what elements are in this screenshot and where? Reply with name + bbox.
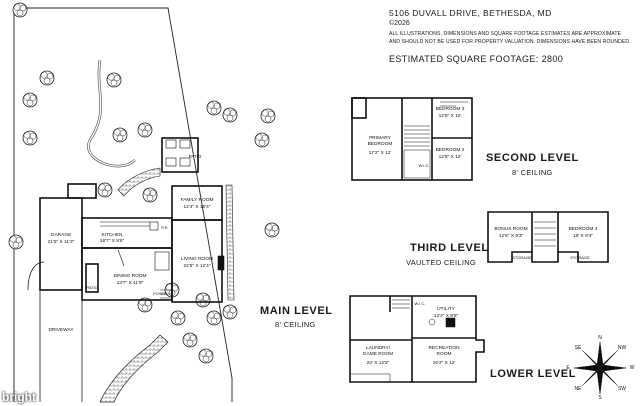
lower-level-plan — [349, 295, 485, 383]
dining-room-dims: 13'7" X 11'9" — [116, 281, 144, 286]
wic-lower-label: W.I.C. — [414, 301, 426, 306]
bedroom2-dims: 12'6" X 12' — [438, 155, 462, 160]
curved-driveway-edge — [27, 261, 45, 291]
dining-room-label: DINING ROOM — [113, 274, 147, 279]
recreation-dims: 16'2" X 12' — [432, 361, 456, 366]
storage-b-label: STORAGE — [570, 255, 590, 260]
kitchen-label: KITCHEN — [101, 233, 123, 238]
third-level-ceiling: VAULTED CEILING — [406, 258, 477, 267]
third-level-title: THIRD LEVEL — [410, 242, 489, 254]
third-level-stairs — [488, 211, 608, 247]
driveway-label: DRIVEWAY — [48, 328, 74, 333]
disclaimer-line-1: ALL ILLUSTRATIONS, DIMENSIONS AND SQUARE… — [389, 31, 622, 37]
bedroom3-dims: 12'6" X 10' — [438, 114, 462, 119]
second-level-plan — [351, 97, 473, 181]
laundry-dims: 22' X 12'2" — [366, 361, 390, 366]
living-room-label: LIVING ROOM — [181, 257, 213, 262]
garage-dims: 21'5" X 11'3" — [47, 240, 75, 245]
utility-label: UTILITY — [437, 307, 455, 312]
primary-bedroom-dims: 17'2" X 12' — [368, 151, 392, 156]
bedroom4-dims: 16' X 9'3" — [572, 234, 594, 239]
primary-bedroom-label: PRIMARY BEDROOM — [367, 136, 393, 147]
compass-e: E — [566, 365, 570, 371]
bedroom4-label: BEDROOM 4 — [568, 227, 598, 232]
laundry-label: LAUNDRY/ GAME ROOM — [362, 346, 394, 357]
lot-outline — [13, 7, 233, 402]
storage-a-label: STORAGE — [512, 255, 532, 260]
pr-label: P.R. — [161, 225, 169, 230]
bonus-room-label: BONUS ROOM — [494, 227, 528, 232]
recreation-label: RECREATION ROOM — [428, 346, 460, 357]
kitchen-dims: 18'7" X 8'6" — [99, 239, 125, 244]
compass-rose — [573, 341, 627, 395]
bonus-room-dims: 12'8" X 9'3" — [498, 234, 524, 239]
bright-watermark-logo: bright — [2, 390, 36, 404]
patio-top-label: PATIO — [188, 154, 202, 159]
second-level-title: SECOND LEVEL — [486, 152, 579, 164]
patio-walk — [117, 167, 161, 197]
utility-dims: 12'3" X 9'8" — [433, 314, 459, 319]
compass-n: N — [598, 335, 602, 341]
compass-ne: NE — [574, 386, 582, 392]
garage-label: GARAGE — [50, 233, 72, 238]
main-level-title: MAIN LEVEL — [260, 305, 333, 317]
side-brick-walk — [225, 184, 235, 301]
bedroom2-label: BEDROOM 2 — [435, 148, 465, 153]
landscape-trees — [8, 2, 280, 364]
third-level-plan — [487, 211, 609, 263]
copyright-notice: ©2026 — [389, 20, 410, 27]
patio-left-label: PATIO — [86, 285, 98, 290]
lower-level-details — [349, 299, 456, 383]
brick-walk — [99, 334, 169, 403]
family-room-label: FAMILY ROOM — [180, 198, 214, 203]
lower-level-title: LOWER LEVEL — [490, 368, 577, 380]
compass-s: S — [598, 395, 602, 401]
compass-nw: NW — [617, 345, 627, 351]
living-room-dims: 22'5" X 12'4" — [183, 264, 211, 269]
foyer-label: FOYER — [153, 291, 167, 296]
address-title: 5106 DUVALL DRIVE, BETHESDA, MD — [389, 8, 552, 18]
main-level-ceiling: 8' CEILING — [275, 320, 316, 329]
main-level-details — [100, 139, 225, 299]
bedroom3-label: BEDROOM 3 — [435, 107, 465, 112]
wic-second-label: W.I.C. — [418, 163, 430, 168]
compass-w: W — [629, 365, 635, 371]
driveway-lines — [39, 290, 83, 402]
compass-se: SE — [574, 345, 582, 351]
second-level-stairs — [403, 101, 468, 179]
compass-sw: SW — [617, 386, 627, 392]
family-room-dims: 12'4" X 10'4" — [183, 205, 211, 210]
square-footage: ESTIMATED SQUARE FOOTAGE: 2800 — [389, 54, 564, 64]
disclaimer-line-2: AND SHOULD NOT BE USED FOR PROPERTY VALU… — [389, 39, 631, 45]
second-level-ceiling: 8' CEILING — [512, 168, 553, 177]
